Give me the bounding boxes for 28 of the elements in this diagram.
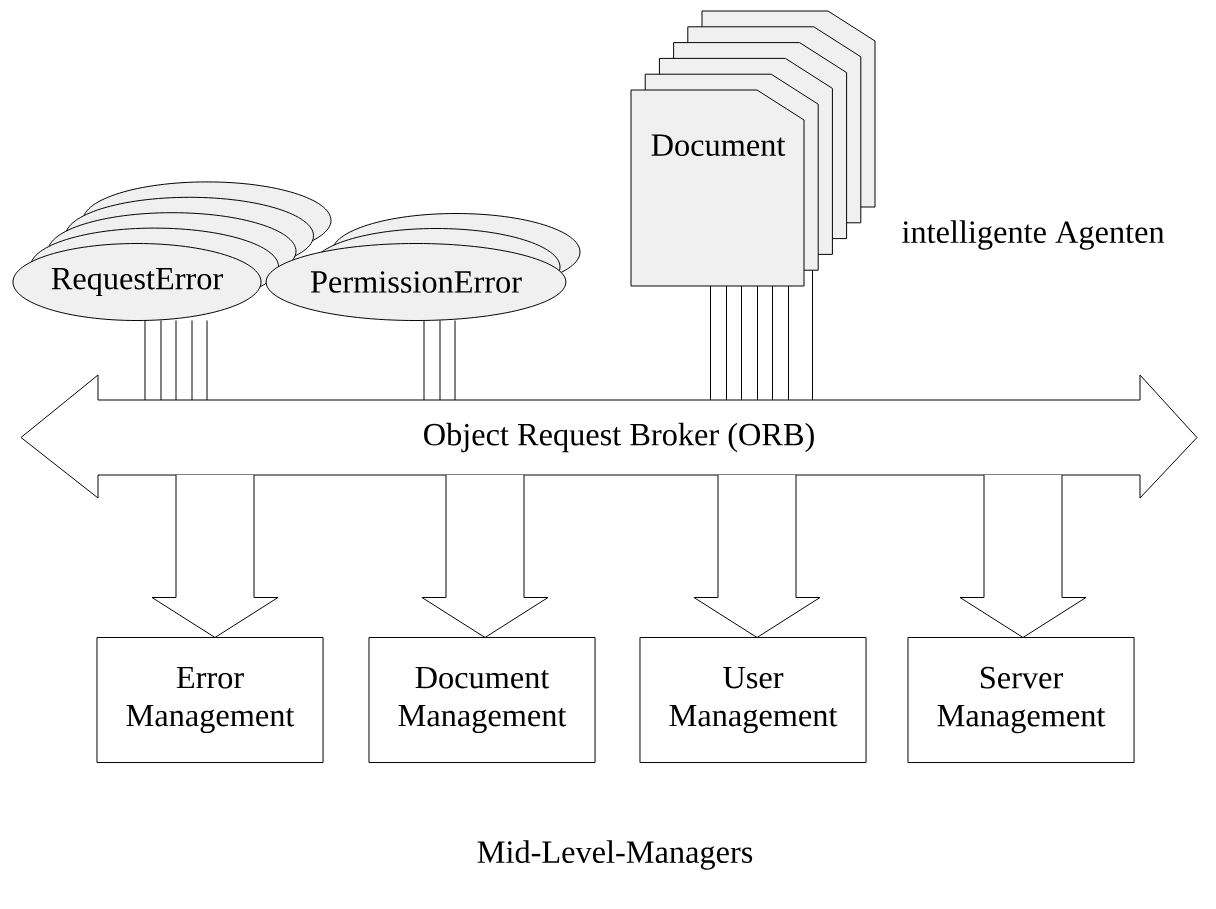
connector-line: [175, 320, 177, 401]
connector-line: [423, 320, 425, 401]
block-arrow: [693, 474, 821, 638]
connector-line: [812, 269, 813, 401]
agents-label: intelligente Agenten: [902, 220, 1165, 250]
block-arrow: [959, 474, 1087, 638]
connector-line: [726, 285, 727, 401]
manager-box: Error Management: [96, 637, 324, 763]
manager-box: User Management: [639, 637, 867, 763]
connector-line: [191, 320, 193, 401]
connector-line: [788, 285, 789, 401]
connector-line: [710, 285, 711, 401]
block-arrow: [421, 474, 549, 638]
connector-line: [741, 285, 742, 401]
manager-box: Document Management: [368, 637, 596, 763]
manager-box: Server Management: [907, 637, 1135, 763]
block-arrow: [151, 474, 279, 638]
connector-line: [160, 320, 162, 401]
connector-line: [772, 285, 773, 401]
double-arrow-band: Object Request Broker (ORB): [20, 374, 1198, 499]
connector-line: [206, 320, 208, 401]
object-ellipse-stack: PermissionError: [265, 213, 581, 321]
connector-line: [144, 320, 146, 401]
caption-text: Mid-Level-Managers: [477, 840, 753, 870]
connector-line: [757, 285, 758, 401]
connector-line: [439, 320, 441, 401]
document-stack: Document: [630, 10, 876, 287]
connector-line: [454, 320, 456, 401]
